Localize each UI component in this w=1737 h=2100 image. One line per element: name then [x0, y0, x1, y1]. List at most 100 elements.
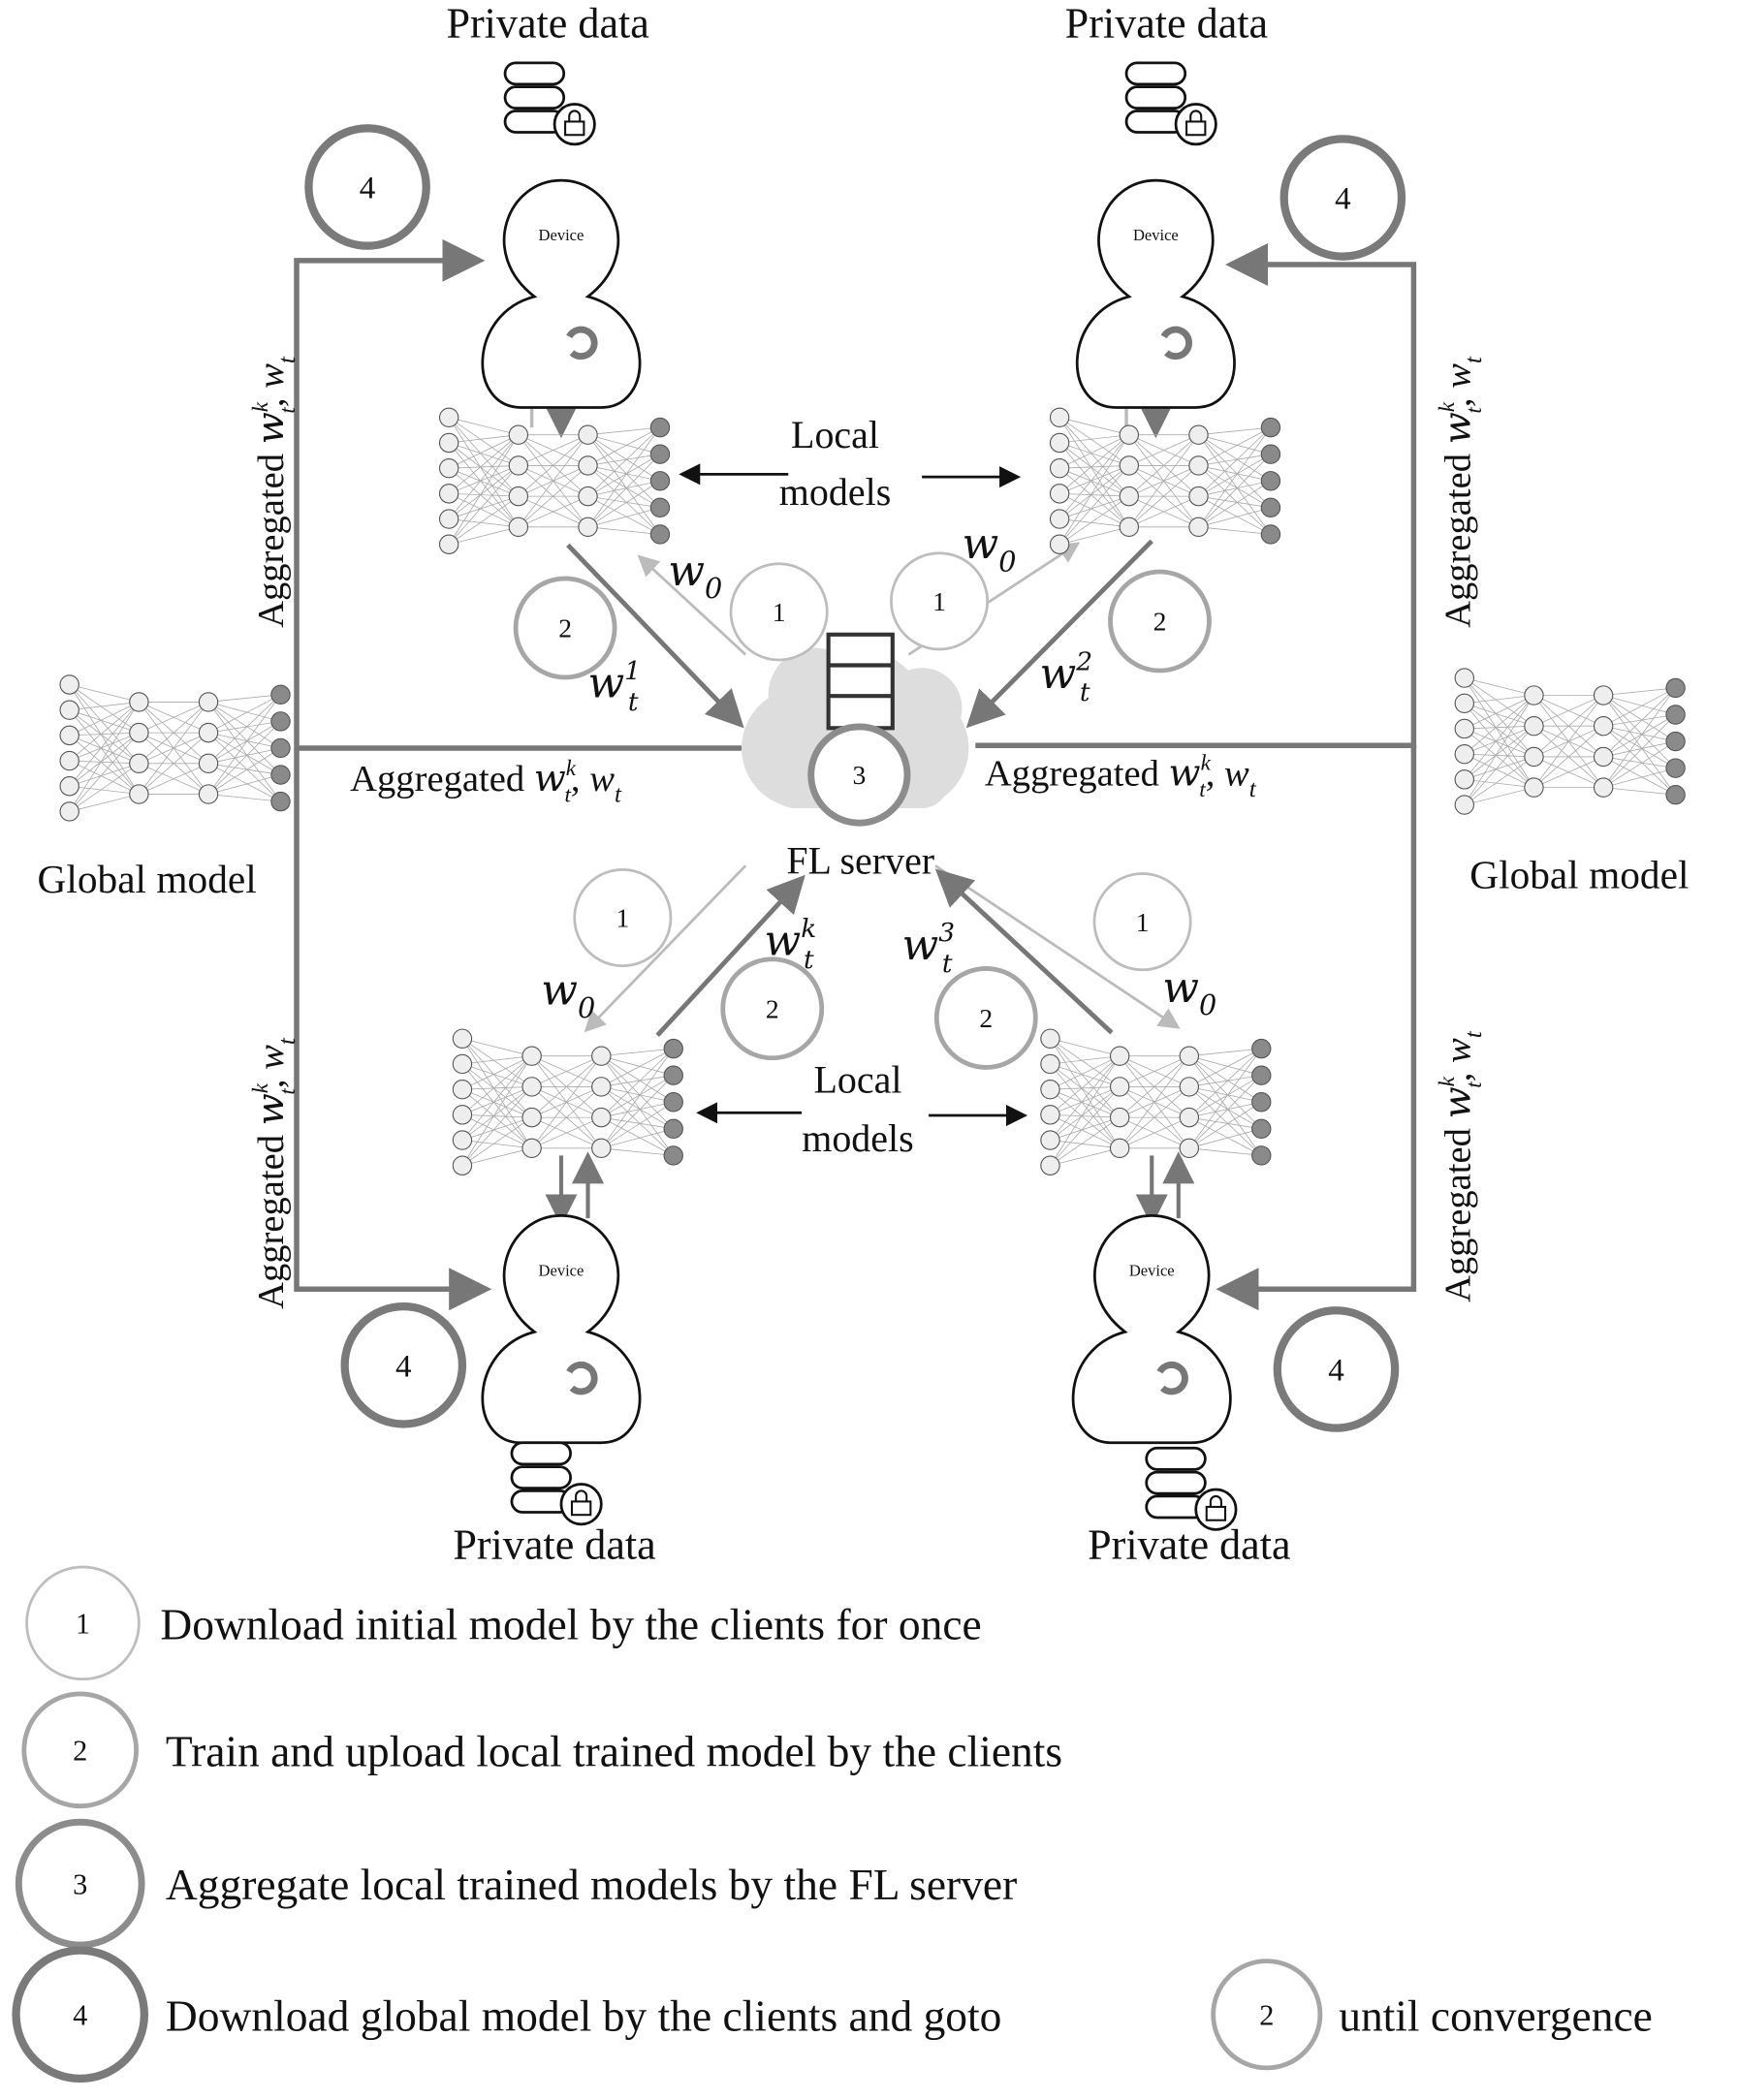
connection: [600, 1048, 675, 1149]
step-number: 1: [932, 586, 946, 616]
connection: [601, 1116, 674, 1156]
connection: [139, 702, 209, 734]
connection: [1602, 695, 1676, 796]
database-disk: [503, 85, 566, 110]
connection: [1464, 695, 1534, 805]
connection: [461, 1086, 532, 1141]
neuron: [59, 801, 79, 822]
w0-top-left: [637, 554, 747, 656]
connection: [1198, 480, 1272, 497]
connection: [601, 1048, 674, 1087]
lock-icon: [570, 1500, 592, 1517]
fl-server-label: FL server: [786, 839, 934, 883]
neuron: [438, 432, 459, 454]
math-part: w: [1039, 649, 1076, 699]
connection: [1464, 677, 1534, 696]
connection: [601, 1086, 674, 1103]
step-1-circle: [890, 551, 990, 651]
connection: [1464, 677, 1534, 758]
global-model-right: [1454, 668, 1686, 815]
neuron: [578, 486, 598, 507]
connection: [69, 709, 140, 765]
connection: [1050, 1055, 1121, 1166]
step-number: 4: [395, 1349, 412, 1384]
connection: [461, 1116, 532, 1167]
connection: [1050, 1086, 1121, 1141]
connection: [1464, 677, 1534, 788]
neuron: [1251, 1092, 1272, 1113]
step-number: 4: [360, 172, 376, 206]
w0-label: w0: [1162, 963, 1216, 1021]
step-3-circle: [15, 1818, 145, 1949]
connection: [587, 454, 661, 466]
global-model-label: Global model: [38, 857, 257, 901]
neuron: [1665, 758, 1686, 778]
connection: [69, 702, 140, 762]
connection: [1464, 725, 1534, 780]
upload-top-left: [566, 543, 744, 729]
private-data-label: Private data: [453, 1521, 655, 1569]
math-part: t: [274, 1037, 300, 1045]
refresh-icon: [566, 326, 598, 360]
device-icon: Device: [1071, 1214, 1232, 1445]
math-part: w: [249, 412, 293, 444]
refresh-icon: [1160, 326, 1193, 360]
connection: [461, 1088, 532, 1149]
connection: [1198, 507, 1272, 528]
upload-bottom-right: [934, 868, 1114, 1035]
connection: [1058, 495, 1129, 519]
neuron: [649, 524, 671, 545]
connection: [587, 434, 661, 509]
connection: [1059, 492, 1129, 497]
upload-top-right: [965, 539, 1153, 729]
connection: [1198, 434, 1272, 455]
neuron: [198, 784, 219, 804]
math-part: w: [589, 759, 615, 799]
connection: [207, 747, 281, 795]
neuron: [452, 1105, 473, 1125]
math-part: k: [1201, 750, 1212, 775]
connection: [69, 709, 140, 734]
step-1-circle: [25, 1565, 141, 1681]
step-1-circle: [1092, 872, 1192, 972]
neuron: [198, 722, 219, 743]
math-part: k: [566, 756, 577, 781]
connection: [531, 1055, 602, 1087]
connection: [601, 1086, 674, 1130]
connection: [1050, 1088, 1121, 1118]
connection: [1464, 753, 1534, 758]
neuron: [1040, 1105, 1060, 1125]
neuron: [1251, 1145, 1272, 1166]
neuron: [270, 765, 291, 785]
cloud: [881, 668, 963, 748]
math-part: Aggregated: [350, 759, 534, 799]
neuron: [129, 722, 149, 743]
math-part: k: [1435, 401, 1460, 412]
legend-text: Aggregate local trained models by the FL…: [166, 1860, 1017, 1909]
connection: [207, 763, 281, 802]
math-part: t: [615, 782, 622, 808]
connection: [207, 720, 281, 734]
neuron: [1260, 444, 1281, 464]
connection: [1533, 695, 1604, 788]
neuron: [270, 791, 291, 812]
connection: [449, 434, 519, 444]
connection: [587, 426, 661, 528]
connection: [207, 694, 281, 703]
neuron: [438, 457, 459, 479]
neuron: [1040, 1053, 1060, 1075]
connection: [448, 465, 520, 546]
connection: [531, 1116, 602, 1149]
math-part: w: [534, 757, 566, 800]
connection: [587, 465, 661, 509]
connection: [1050, 1113, 1121, 1118]
math-part: ,: [1437, 389, 1478, 407]
connection: [601, 1147, 674, 1156]
step-3-circle: [807, 723, 911, 827]
step-2-circle: [933, 966, 1038, 1070]
neuron: [59, 700, 79, 720]
